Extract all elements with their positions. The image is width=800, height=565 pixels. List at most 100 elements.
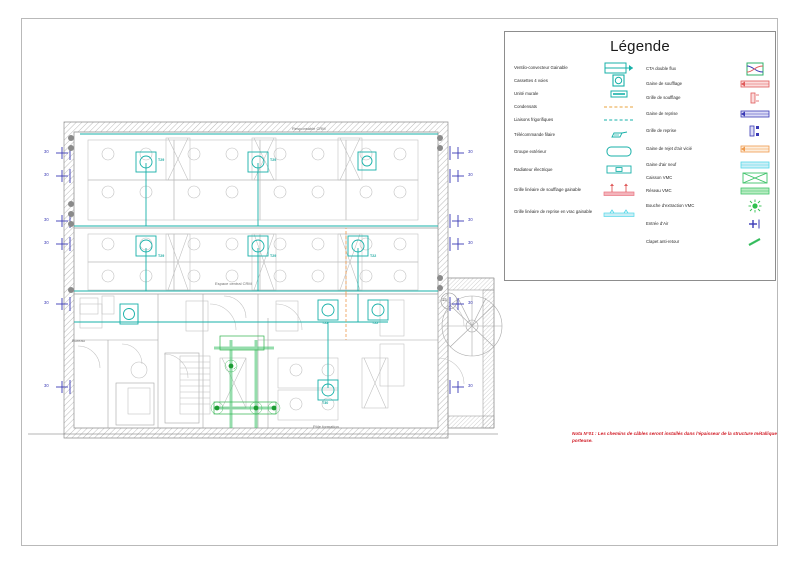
air-inlet-value: 30: [468, 300, 473, 305]
legend-label: CTA double flux: [646, 66, 677, 72]
wired-remote-symbol-icon: [598, 128, 640, 141]
legend-item-linear-supply-grille: Grille linéaire de soufflage gainable: [514, 179, 640, 201]
fresh-air-duct-symbol-icon: [735, 158, 775, 171]
legend-label: Entrée d'Air: [646, 221, 669, 227]
vmc-extract-vent-symbol-icon: [735, 199, 775, 213]
air-inlet-symbol-icon: [735, 218, 775, 231]
legend-label: Réseau VMC: [646, 187, 672, 193]
non-return-damper-symbol-icon: [735, 236, 775, 249]
air-inlet-value: 30: [44, 383, 49, 388]
legend-item-vmc-network: Réseau VMC: [646, 184, 775, 197]
legend-label: Cassettes 4 voies: [514, 77, 548, 83]
floor-plan: Espace central CRM Responsable CRM Burea…: [28, 108, 503, 448]
legend-item-ducted-fan-coil: Ventilo-convecteur Gainable: [514, 61, 640, 74]
legend-label: Télécommande filaire: [514, 131, 556, 137]
nota-note: Nota N°01 : Les chemins de câbles seront…: [572, 431, 777, 443]
four-way-cassette-symbol-icon: [598, 74, 640, 87]
equipment-tag: T29: [158, 254, 165, 258]
outdoor-units: [68, 135, 443, 293]
legend-item-fresh-air-duct: Gaine d'air neuf: [646, 158, 775, 171]
legend-item-vmc-extract-vent: Bouche d'extraction VMC: [646, 197, 775, 215]
air-inlet-value: 30: [44, 240, 49, 245]
legend-item-return-duct: Gaine de reprise: [646, 106, 775, 122]
legend-label: Liaisons frigorifiques: [514, 116, 554, 122]
cassette-units: [119, 151, 389, 401]
legend-label: Grille linéaire de soufflage gainable: [514, 187, 582, 193]
vmc-extract-vents: [214, 363, 277, 411]
legend-label: Ventilo-convecteur Gainable: [514, 64, 568, 70]
ducted-fan-coil-symbol-icon: [598, 61, 640, 74]
legend-item-air-inlet: Entrée d'Air: [646, 215, 775, 233]
legend-item-electric-radiator: Radiateur électrique: [514, 160, 640, 179]
legend-right-column: CTA double flux Gaine de soufflage Grill…: [640, 61, 775, 251]
room-label-responsable-crm: Responsable CRM: [292, 126, 326, 131]
fan-coil-network: [74, 133, 438, 388]
legend-item-return-grille: Grille de reprise: [646, 122, 775, 140]
legend-item-refrigerant-lines: Liaisons frigorifiques: [514, 113, 640, 126]
legend-item-non-return-damper: Clapet anti-retour: [646, 233, 775, 251]
room-label-bureau: Bureau: [72, 338, 85, 343]
supply-duct-symbol-icon: [735, 77, 775, 90]
exhaust-duct-symbol-icon: [735, 143, 775, 156]
legend-item-vmc-box: Caisson VMC: [646, 171, 775, 184]
room-label-espace-central-crm: Espace central CRM: [215, 281, 252, 286]
equipment-tag: T30: [322, 401, 329, 405]
equipment-tag: T22: [372, 321, 379, 325]
wall-unit-symbol-icon: [598, 87, 640, 100]
room-label-pole-formation: Pôle formation: [313, 424, 339, 429]
supply-grille-symbol-icon: [735, 92, 775, 105]
air-inlet-value: 30: [44, 172, 49, 177]
legend-item-double-flow-ahu: CTA double flux: [646, 61, 775, 77]
stair-circle-tag: 15: [442, 297, 447, 302]
equipment-tag: T29: [158, 158, 165, 162]
legend-item-condensate: Condensats: [514, 100, 640, 113]
legend-item-outdoor-unit: Groupe extérieur: [514, 143, 640, 160]
legend-left-column: Ventilo-convecteur Gainable Cassettes 4 …: [505, 61, 640, 251]
building-walls: [63, 121, 495, 439]
vmc-network-symbol-icon: [735, 184, 775, 197]
air-inlet-value: 30: [468, 240, 473, 245]
linear-supply-grille-symbol-icon: [598, 183, 640, 197]
legend-label: Gaine de soufflage: [646, 80, 682, 86]
vmc-network: [210, 335, 281, 428]
sheet-frame: [21, 18, 778, 546]
air-inlet-value: 30: [468, 172, 473, 177]
legend-label: Gaine d'air neuf: [646, 161, 677, 167]
electric-radiator-symbol-icon: [598, 163, 640, 176]
legend-label: Grille de reprise: [646, 128, 677, 134]
legend-label: Bouche d'extraction VMC: [646, 203, 695, 209]
legend-title: Légende: [610, 38, 670, 55]
legend-panel: Légende Ventilo-convecteur Gainable Cass…: [504, 31, 776, 281]
equipment-tag: T29: [270, 158, 277, 162]
equipment-tag: T22: [322, 321, 329, 325]
legend-item-wall-unit: Unité murale: [514, 87, 640, 100]
legend-item-supply-duct: Gaine de soufflage: [646, 77, 775, 90]
equipment-tag: T22: [370, 254, 377, 258]
legend-item-supply-grille: Grille de soufflage: [646, 90, 775, 106]
floor-plan-drawing: [28, 121, 503, 439]
air-inlet-value: 30: [44, 217, 49, 222]
air-inlet-value: 30: [44, 149, 49, 154]
furniture-desks: [77, 137, 465, 421]
linear-return-grille-symbol-icon: [598, 206, 640, 219]
legend-item-linear-return-grille: Grille linéaire de reprise en vrac gaina…: [514, 201, 640, 223]
air-inlet-value: 30: [468, 217, 473, 222]
legend-label: Condensats: [514, 103, 537, 109]
legend-label: Groupe extérieur: [514, 148, 547, 154]
air-inlet-value: 30: [44, 300, 49, 305]
legend-label: Gaine de rejet d'air vicié: [646, 146, 692, 152]
air-inlet-markers: [56, 146, 464, 394]
legend-label: Radiateur électrique: [514, 166, 553, 172]
spiral-staircase: [440, 292, 503, 357]
legend-item-wired-remote: Télécommande filaire: [514, 126, 640, 143]
legend-label: Clapet anti-retour: [646, 239, 680, 245]
air-inlet-value: 30: [468, 383, 473, 388]
legend-item-exhaust-duct: Gaine de rejet d'air vicié: [646, 140, 775, 158]
return-duct-symbol-icon: [735, 108, 775, 121]
equipment-tag: T29: [270, 254, 277, 258]
air-inlet-value: 30: [468, 149, 473, 154]
double-flow-ahu-symbol-icon: [735, 62, 775, 76]
refrigerant-dashed-line-icon: [598, 113, 640, 126]
outdoor-unit-symbol-icon: [598, 145, 640, 158]
